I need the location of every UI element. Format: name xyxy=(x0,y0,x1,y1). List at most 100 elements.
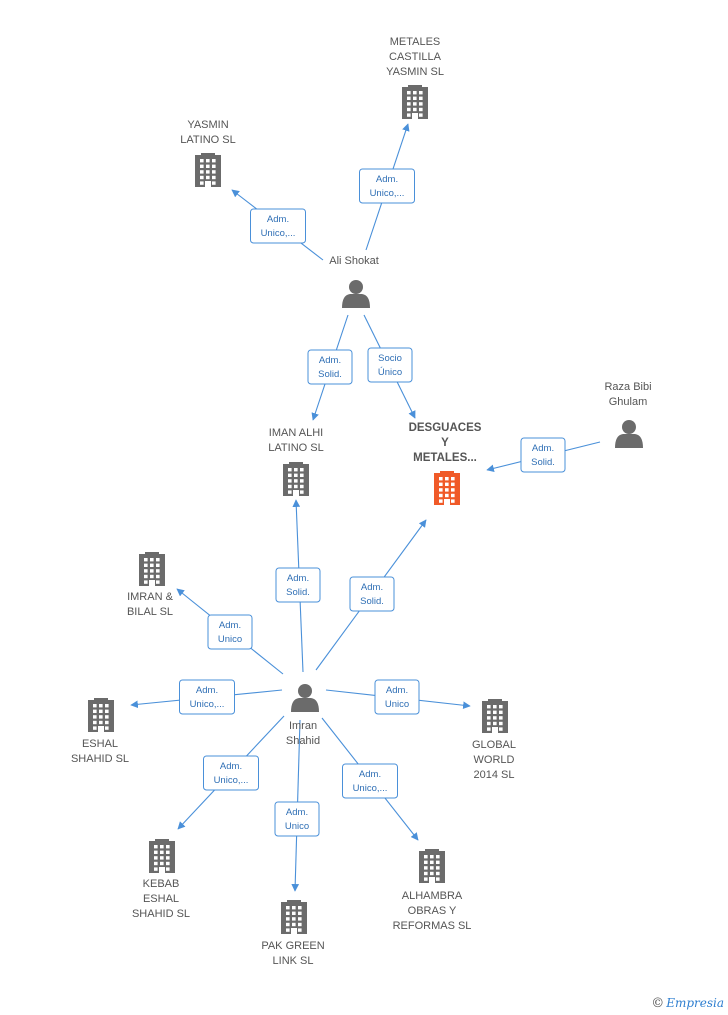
node-label: BILAL SL xyxy=(127,606,173,618)
building-icon xyxy=(149,839,175,873)
copyright-footer[interactable]: ©Empresia xyxy=(651,996,724,1011)
node-metales[interactable]: METALES CASTILLA YASMIN SL xyxy=(386,36,444,119)
building-icon xyxy=(195,153,221,187)
relation-label[interactable]: Adm. Unico,... xyxy=(203,755,259,791)
relation-label-text: Adm. xyxy=(196,685,218,696)
node-label: Imran xyxy=(289,720,317,732)
node-imranbilal[interactable]: IMRAN & BILAL SL xyxy=(127,552,174,618)
relation-label[interactable]: Adm. Solid. xyxy=(520,437,566,473)
relation-label-text: Adm. xyxy=(359,769,381,780)
node-label: GLOBAL xyxy=(472,739,516,751)
relation-label-text: Adm. xyxy=(376,174,398,185)
node-kebab[interactable]: KEBAB ESHAL SHAHID SL xyxy=(132,839,190,920)
relation-label-text: Adm. xyxy=(220,761,242,772)
relation-label-text: Unico,... xyxy=(261,228,296,239)
node-label: IMRAN & xyxy=(127,591,174,603)
building-icon xyxy=(482,699,508,733)
relation-label-text: Adm. xyxy=(532,443,554,454)
relation-label[interactable]: Adm. Unico,... xyxy=(359,168,415,204)
person-icon xyxy=(342,280,370,308)
node-label: REFORMAS SL xyxy=(393,920,472,932)
relation-label-text: Adm. xyxy=(319,355,341,366)
relation-label-text: Adm. xyxy=(267,214,289,225)
node-label: ESHAL xyxy=(82,738,118,750)
node-label: CASTILLA xyxy=(389,51,442,63)
building-icon xyxy=(419,849,445,883)
relation-label-text: Adm. xyxy=(386,685,408,696)
node-label: WORLD xyxy=(474,754,515,766)
node-pak[interactable]: PAK GREEN LINK SL xyxy=(261,900,325,967)
nodes-layer: METALES CASTILLA YASMIN SL YASMIN LATINO SL A… xyxy=(71,36,652,967)
relation-label-text: Unico,... xyxy=(353,783,388,794)
relation-label-text: Unico xyxy=(285,821,309,832)
building-icon xyxy=(88,698,114,732)
node-label: YASMIN xyxy=(187,119,228,131)
node-label: ESHAL xyxy=(143,893,179,905)
relation-label[interactable]: Adm. Unico xyxy=(374,679,420,715)
node-label: KEBAB xyxy=(143,878,180,890)
relation-label-text: Unico,... xyxy=(370,188,405,199)
node-label: OBRAS Y xyxy=(408,905,457,917)
node-eshal[interactable]: ESHAL SHAHID SL xyxy=(71,698,129,765)
relation-label-text: Adm. xyxy=(219,620,241,631)
relation-label-text: Solid. xyxy=(360,596,384,607)
node-global[interactable]: GLOBAL WORLD 2014 SL xyxy=(472,699,516,781)
node-label: LINK SL xyxy=(273,955,314,967)
node-label: 2014 SL xyxy=(474,769,515,781)
relation-label-text: Adm. xyxy=(287,573,309,584)
focus-building-icon xyxy=(434,471,460,505)
node-alhambra[interactable]: ALHAMBRA OBRAS Y REFORMAS SL xyxy=(393,849,472,932)
relation-label[interactable]: Adm. Unico xyxy=(274,801,320,837)
building-icon xyxy=(281,900,307,934)
brand-logo: Empresia xyxy=(666,996,724,1010)
person-icon xyxy=(615,420,643,448)
node-label: SHAHID SL xyxy=(71,753,129,765)
node-label: PAK GREEN xyxy=(261,940,324,952)
node-ali[interactable]: Ali Shokat xyxy=(329,255,379,308)
relation-label-text: Unico,... xyxy=(214,775,249,786)
relation-label-text: Solid. xyxy=(318,369,342,380)
node-label: LATINO SL xyxy=(180,134,235,146)
node-label: Y xyxy=(441,437,449,449)
relation-label-text: Unico,... xyxy=(190,699,225,710)
relation-labels-layer: Adm. Unico,... Adm. Unico,... Adm. Solid. Soci… xyxy=(179,168,566,837)
relation-label-text: Único xyxy=(378,367,402,378)
node-label: Ali Shokat xyxy=(329,255,379,267)
node-label: Ghulam xyxy=(609,396,648,408)
node-label: SHAHID SL xyxy=(132,908,190,920)
relation-label-text: Solid. xyxy=(286,587,310,598)
copyright-icon: © xyxy=(651,996,665,1011)
relation-label[interactable]: Adm. Unico,... xyxy=(250,208,306,244)
node-label: Raza Bibi xyxy=(604,381,651,393)
node-label: DESGUACES xyxy=(409,422,482,434)
relation-label-text: Solid. xyxy=(531,457,555,468)
relation-label-text: Unico xyxy=(218,634,242,645)
node-desguaces[interactable]: DESGUACES Y METALES... xyxy=(409,422,482,505)
node-label: Shahid xyxy=(286,735,320,747)
relation-label-text: Adm. xyxy=(361,582,383,593)
relation-label[interactable]: Adm. Solid. xyxy=(307,349,353,385)
building-icon xyxy=(283,462,309,496)
node-label: ALHAMBRA xyxy=(402,890,463,902)
node-yasmin[interactable]: YASMIN LATINO SL xyxy=(180,119,236,187)
relation-label-text: Adm. xyxy=(286,807,308,818)
node-label: METALES xyxy=(390,36,441,48)
relation-label[interactable]: Adm. Unico,... xyxy=(342,763,398,799)
relation-label[interactable]: Adm. Solid. xyxy=(349,576,395,612)
relation-label-text: Unico xyxy=(385,699,409,710)
node-label: METALES... xyxy=(413,452,477,464)
person-icon xyxy=(291,684,319,712)
relation-label[interactable]: Adm. Unico xyxy=(207,614,253,650)
relation-label[interactable]: Adm. Unico,... xyxy=(179,679,235,715)
building-icon xyxy=(139,552,165,586)
node-label: YASMIN SL xyxy=(386,66,444,78)
relation-label[interactable]: Adm. Solid. xyxy=(275,567,321,603)
building-icon xyxy=(402,85,428,119)
node-label: LATINO SL xyxy=(268,442,323,454)
relation-label-text: Socio xyxy=(378,353,402,364)
